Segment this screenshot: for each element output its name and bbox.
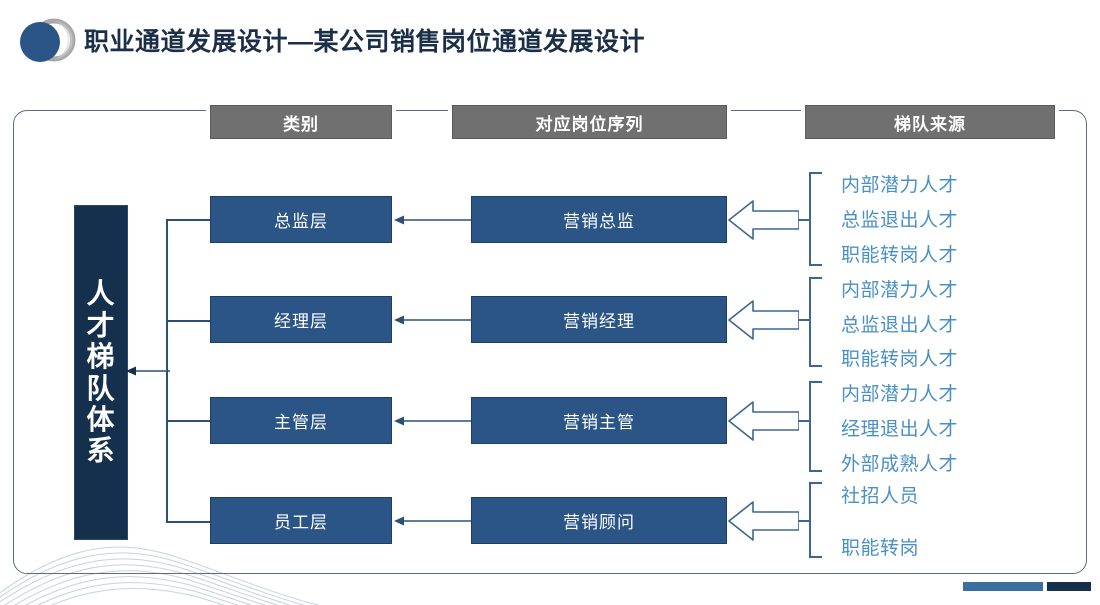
bracket-stub-1: [798, 319, 810, 321]
position-to-level-arrow-1: [394, 315, 471, 325]
source-text-0-2: 职能转岗人才: [841, 245, 959, 266]
source-text-2-2: 外部成熟人才: [841, 454, 959, 475]
position-box-2: 营销主管: [471, 397, 727, 444]
trunk-branch-2: [166, 420, 211, 422]
source-text-2-1: 经理退出人才: [841, 419, 959, 440]
trunk-to-system-arrow: [126, 366, 170, 376]
vbox-char-2: 梯: [86, 341, 116, 373]
talent-pipeline-system-box: 人 才 梯 队 体 系: [74, 205, 128, 540]
vbox-char-5: 系: [86, 435, 116, 467]
trunk-branch-1: [166, 320, 211, 322]
source-text-3-2: 职能转岗: [841, 538, 920, 559]
position-box-0: 营销总监: [471, 196, 727, 243]
source-text-0-1: 总监退出人才: [841, 210, 959, 231]
source-bracket-2: [809, 381, 827, 472]
position-to-level-arrow-0: [394, 215, 471, 225]
overlapping-circles-logo-icon: [20, 18, 76, 62]
source-text-0-0: 内部潜力人才: [841, 175, 959, 196]
source-text-1-2: 职能转岗人才: [841, 349, 959, 370]
source-bracket-1: [809, 277, 827, 367]
vbox-char-1: 才: [86, 309, 116, 341]
source-text-3-0: 社招人员: [841, 486, 920, 507]
source-text-2-0: 内部潜力人才: [841, 384, 959, 405]
trunk-vertical-line: [166, 219, 168, 521]
level-box-3: 员工层: [210, 497, 392, 544]
column-header-position: 对应岗位序列: [452, 105, 727, 139]
source-bracket-0: [809, 172, 827, 266]
position-to-level-arrow-2: [394, 416, 471, 426]
footer-bar-blue: [963, 582, 1043, 591]
column-header-category: 类别: [210, 105, 392, 139]
vbox-char-3: 队: [86, 372, 116, 404]
source-bracket-3: [809, 482, 827, 558]
source-to-position-arrow-3: [728, 501, 799, 541]
bracket-stub-0: [798, 219, 810, 221]
source-to-position-arrow-0: [728, 200, 799, 240]
column-header-source: 梯队来源: [805, 105, 1055, 139]
source-text-1-0: 内部潜力人才: [841, 280, 959, 301]
bracket-stub-2: [798, 420, 810, 422]
vbox-char-0: 人: [86, 278, 116, 310]
vbox-char-4: 体: [86, 403, 116, 435]
position-box-1: 营销经理: [471, 296, 727, 343]
source-text-1-1: 总监退出人才: [841, 315, 959, 336]
page-title: 职业通道发展设计—某公司销售岗位通道发展设计: [84, 28, 646, 56]
bracket-stub-3: [798, 520, 810, 522]
level-box-0: 总监层: [210, 196, 392, 243]
source-to-position-arrow-2: [728, 401, 799, 441]
level-box-1: 经理层: [210, 296, 392, 343]
trunk-branch-3: [166, 521, 211, 523]
source-to-position-arrow-1: [728, 300, 799, 340]
footer-bar-navy: [1047, 582, 1091, 591]
level-box-2: 主管层: [210, 397, 392, 444]
position-box-3: 营销顾问: [471, 497, 727, 544]
trunk-branch-0: [166, 219, 211, 221]
position-to-level-arrow-3: [394, 516, 471, 526]
